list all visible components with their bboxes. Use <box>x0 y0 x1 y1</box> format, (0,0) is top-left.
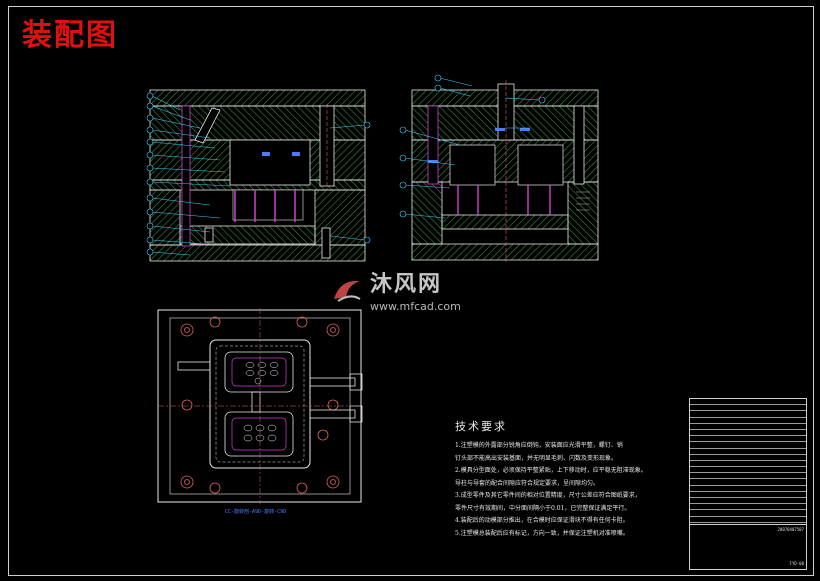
requirement-line: 导柱与导套的配合间隙应符合规定要求，呈间隙均匀。 <box>455 479 600 487</box>
drawing-title: 装配图 <box>22 18 118 53</box>
parts-list-row <box>690 473 806 480</box>
plan-view <box>157 308 363 504</box>
parts-list-row <box>690 498 806 505</box>
parts-list <box>690 399 806 523</box>
requirement-line: 零件尺寸有效期间，中分面间隔小于0.01，已完整保证满足平行。 <box>455 504 631 512</box>
title-block-bottom: 20070407507 FYD-00 <box>690 524 806 569</box>
requirement-line: 1.注塑模的外露部分锐角应倒钝，安装面应光滑平整，螺钉、销 <box>455 442 623 449</box>
parts-list-row <box>690 492 806 498</box>
drawing-frame <box>8 6 814 576</box>
requirement-line: 4.装配后的动模部分推出，在合模时应保证滑块不得有任何卡阻。 <box>455 517 629 524</box>
parts-list-row <box>690 510 806 517</box>
requirement-line: 钉头部不能高出安装基面，并无明显毛刺、闪数及变形现象。 <box>455 454 618 462</box>
parts-list-row <box>690 442 806 449</box>
parts-list-row <box>690 517 806 523</box>
parts-list-row <box>690 449 806 455</box>
parts-list-row <box>690 411 806 418</box>
parts-list-row <box>690 467 806 474</box>
parts-list-row <box>690 430 806 437</box>
watermark-name: 沐风网 <box>370 272 443 297</box>
parts-list-row <box>690 399 806 406</box>
section-label: CC-旋转剖-A9D-旋转-C9D <box>225 509 287 515</box>
drawing-code: 20070407507 <box>777 527 805 532</box>
technical-requirements-heading: 技术要求 <box>455 420 507 433</box>
watermark: 沐风网 www.mfcad.com <box>330 266 461 313</box>
parts-list-row <box>690 461 806 468</box>
drawing-number: FYD-00 <box>789 561 804 566</box>
parts-list-row <box>690 486 806 492</box>
parts-list-row <box>690 479 806 486</box>
technical-requirements: 技术要求 1.注塑模的外露部分锐角应倒钝，安装面应光滑平整，螺钉、销 钉头部不能… <box>455 418 685 540</box>
parts-list-row <box>690 405 806 412</box>
parts-list-row <box>690 436 806 443</box>
requirement-line: 5.注塑模总装配后应有标记，方向一致，并保证注塑机对准喷嘴。 <box>455 529 629 537</box>
parts-list-row <box>690 455 806 461</box>
requirement-line: 2.模具分型面处，必须保持平整紧贴，上下移动时，应平稳无阻滞现象。 <box>455 467 647 474</box>
parts-list-row <box>690 418 806 424</box>
watermark-url: www.mfcad.com <box>370 300 461 313</box>
mfcad-logo-icon <box>334 280 361 302</box>
parts-list-row <box>690 504 806 511</box>
title-block: 20070407507 FYD-00 <box>689 398 807 570</box>
parts-list-row <box>690 424 806 430</box>
front-section-view <box>146 89 371 262</box>
side-section-view <box>399 74 599 262</box>
requirement-line: 3.成型零件及其它零件间的相对位置精度，尺寸公差应符合图纸要求， <box>455 492 641 499</box>
